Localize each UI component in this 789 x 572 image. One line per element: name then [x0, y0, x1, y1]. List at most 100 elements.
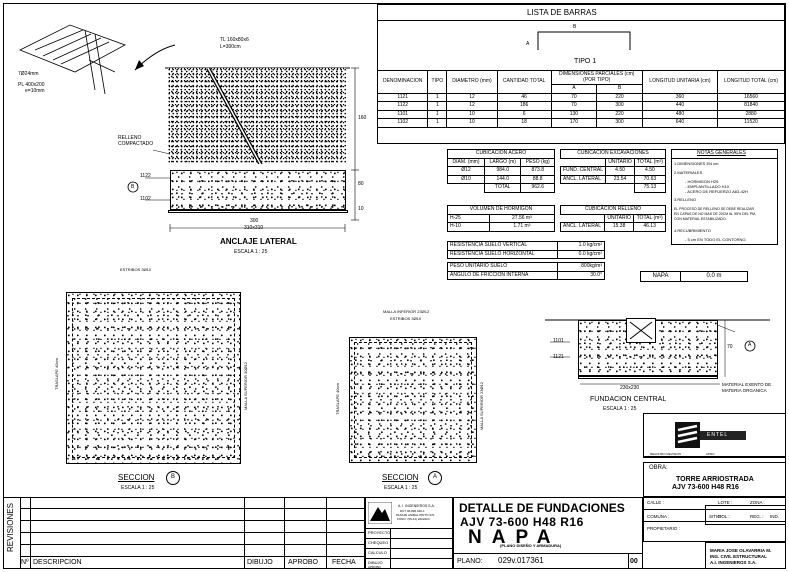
section-a-marker: A [748, 342, 752, 348]
plano-revision: 00 [630, 558, 638, 565]
anchor-block [170, 170, 346, 210]
registro-label: REGISTRO REVISION [650, 452, 681, 456]
section-a-plan [349, 337, 477, 463]
engineer-title: ING. CIVIL ESTRUCTURAL [710, 554, 767, 559]
note-line: EL PROCESO DE RELLENO SE DEBE REALIZAR [674, 207, 755, 211]
cub-relleno-title: CUBICACION RELLENO [560, 205, 666, 215]
revision-row [20, 497, 365, 509]
seca-top-2: ESTRIBOS 3Ø10 [390, 316, 422, 321]
secb-marker [166, 471, 180, 485]
lean-concrete [168, 210, 348, 213]
obra-line-2: AJV 73-600 H48 R16 [672, 484, 739, 491]
bar-1101-label: 1101 [553, 338, 564, 344]
ind-label: IND. [770, 514, 779, 519]
revision-row [20, 509, 365, 521]
note-line: EN CAPAS DE NO MAS DE 20CM AL 95% DEL PM… [674, 212, 756, 216]
calculo-label: CALCULO [368, 550, 387, 555]
company-name: A. I. INGENIEROS S.A. [398, 504, 435, 508]
plano-number: 029v.017361 [498, 556, 544, 565]
h-dimensiones: DIMENSIONES PARCIALES (cm)(POR TIPO) [550, 70, 643, 85]
apro-label: APRO [706, 452, 715, 456]
zona-label: ZONA : [750, 500, 765, 505]
drawing-title-box [453, 497, 643, 569]
seca-top-1: MALLA INFERIOR 23Ø12 [383, 309, 430, 314]
chequeo-label: CHEQUEO [368, 540, 389, 545]
secb-right-label: MALLA SUPERIOR 30Ø12 [243, 361, 248, 410]
dim-160: 160 [358, 115, 367, 121]
lote-label: LOTE : [718, 500, 733, 505]
dim-80: 80 [358, 181, 364, 187]
pedestal [626, 318, 656, 343]
secb-scale: ESCALA 1 : 25 [121, 485, 155, 491]
note-line: - ACERO DE REFUERZO A63-42H [685, 189, 748, 194]
cub-acero-title: CUBICACION ACERO [447, 149, 555, 159]
secb-top-label: ESTRIBOS 3Ø10 [120, 267, 152, 272]
note-line: CON MATERIAL ESTABILIZADO. [674, 217, 727, 221]
tipo1-bar-shape [537, 31, 631, 50]
proyecto-label: PROYECTO [368, 530, 391, 535]
h-cantidad: CANTIDAD TOTAL [496, 70, 552, 94]
note-line: 4.RECUBRIMIENTO [674, 228, 711, 233]
bar-list-title: LISTA DE BARRAS [527, 8, 597, 17]
anclaje-scale: ESCALA 1 : 25 [234, 249, 268, 255]
seca-scale: ESCALA 1 : 25 [384, 485, 418, 491]
engineer-box [705, 542, 786, 569]
entel-logo-icon [675, 422, 700, 448]
seca-left-label: TRASLAPE 40cm [335, 383, 340, 415]
notes-title: NOTAS GENERALES [697, 150, 746, 156]
obra-label: OBRA: [649, 465, 668, 471]
material-note-2: MATERIA ORGANICA [722, 388, 767, 393]
rev-fecha-header: FECHA [332, 559, 356, 566]
fill-label: RELLENO [118, 135, 142, 141]
secb-letter: B [171, 474, 176, 480]
revision-row [20, 545, 365, 557]
central-title: FUNDACION CENTRAL [590, 396, 667, 403]
entel-logo-text: ENTEL [707, 432, 729, 438]
company-rut: RUT 96.896.620-1 [400, 509, 425, 513]
rev-description-header: DESCRIPCION [33, 559, 82, 566]
section-b-plan [66, 292, 241, 464]
note-line: 1.DIMENSIONES EN cm [674, 161, 719, 166]
note-line: 2.MATERIALES [674, 170, 703, 175]
seca-title: SECCION [382, 473, 419, 482]
h-long-unit: LONGITUD UNITARIA (cm) [641, 70, 719, 94]
calle-label: CALLE : [647, 500, 664, 505]
bar-list-table: DENOMINACION TIPO DIAMETRO (mm) CANTIDAD… [376, 70, 785, 128]
h-long-total: LONGITUD TOTAL (cm) [717, 70, 785, 94]
central-dim-70: 70 [727, 344, 733, 350]
dim-10: 10 [358, 206, 364, 212]
bolts-label: 7Ø24mm [18, 71, 39, 77]
h-tipo: TIPO [427, 70, 448, 94]
engineer-name: MARIA JOSE OLAVARRIA M. [710, 548, 772, 553]
logo-box [643, 413, 786, 457]
plate-thickness: e=10mm [25, 88, 45, 94]
revision-row [20, 521, 365, 533]
h-b: B [596, 84, 643, 94]
note-line: 3.RELLENO [674, 197, 697, 202]
note-line: - HORMIGON H25 [685, 179, 719, 184]
seca-marker [428, 471, 442, 485]
shape-a-label: A [526, 41, 530, 47]
general-notes-panel [671, 149, 778, 245]
secb-left-label: TRASLAPE 40cm [54, 358, 59, 390]
engineer-company: A.I. INGENIEROS S.A. [710, 560, 757, 565]
reg-label: REG. : [750, 514, 764, 519]
company-phone: FONO: (56-41) 2222424 [397, 517, 430, 521]
anclaje-title: ANCLAJE LATERAL [220, 237, 297, 246]
material-note-1: MATERIAL EXENTO DE [722, 382, 772, 387]
h-diametro: DIAMETRO (mm) [446, 70, 498, 94]
dim-310: 310x310 [244, 225, 264, 231]
plate-label: PL 400x200 [18, 82, 45, 88]
revision-row [20, 533, 365, 545]
sitio-label: SITIO : [709, 514, 724, 519]
bar-1102-label: 1102 [140, 196, 151, 202]
